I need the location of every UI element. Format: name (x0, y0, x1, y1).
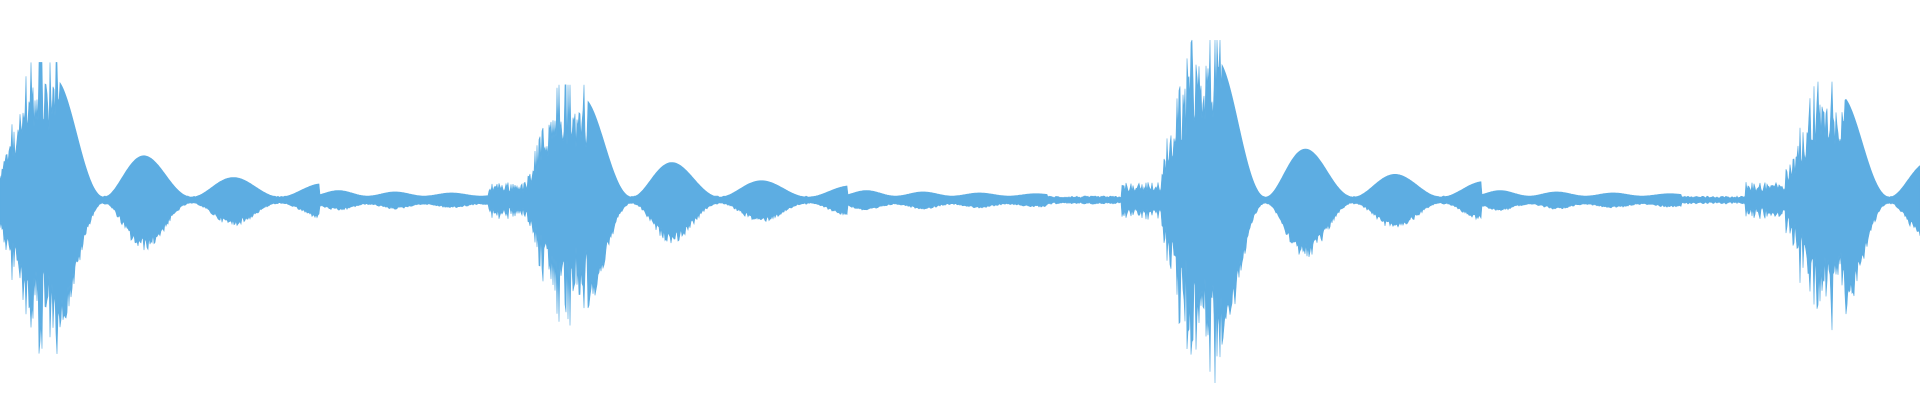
waveform-path (0, 39, 1920, 384)
